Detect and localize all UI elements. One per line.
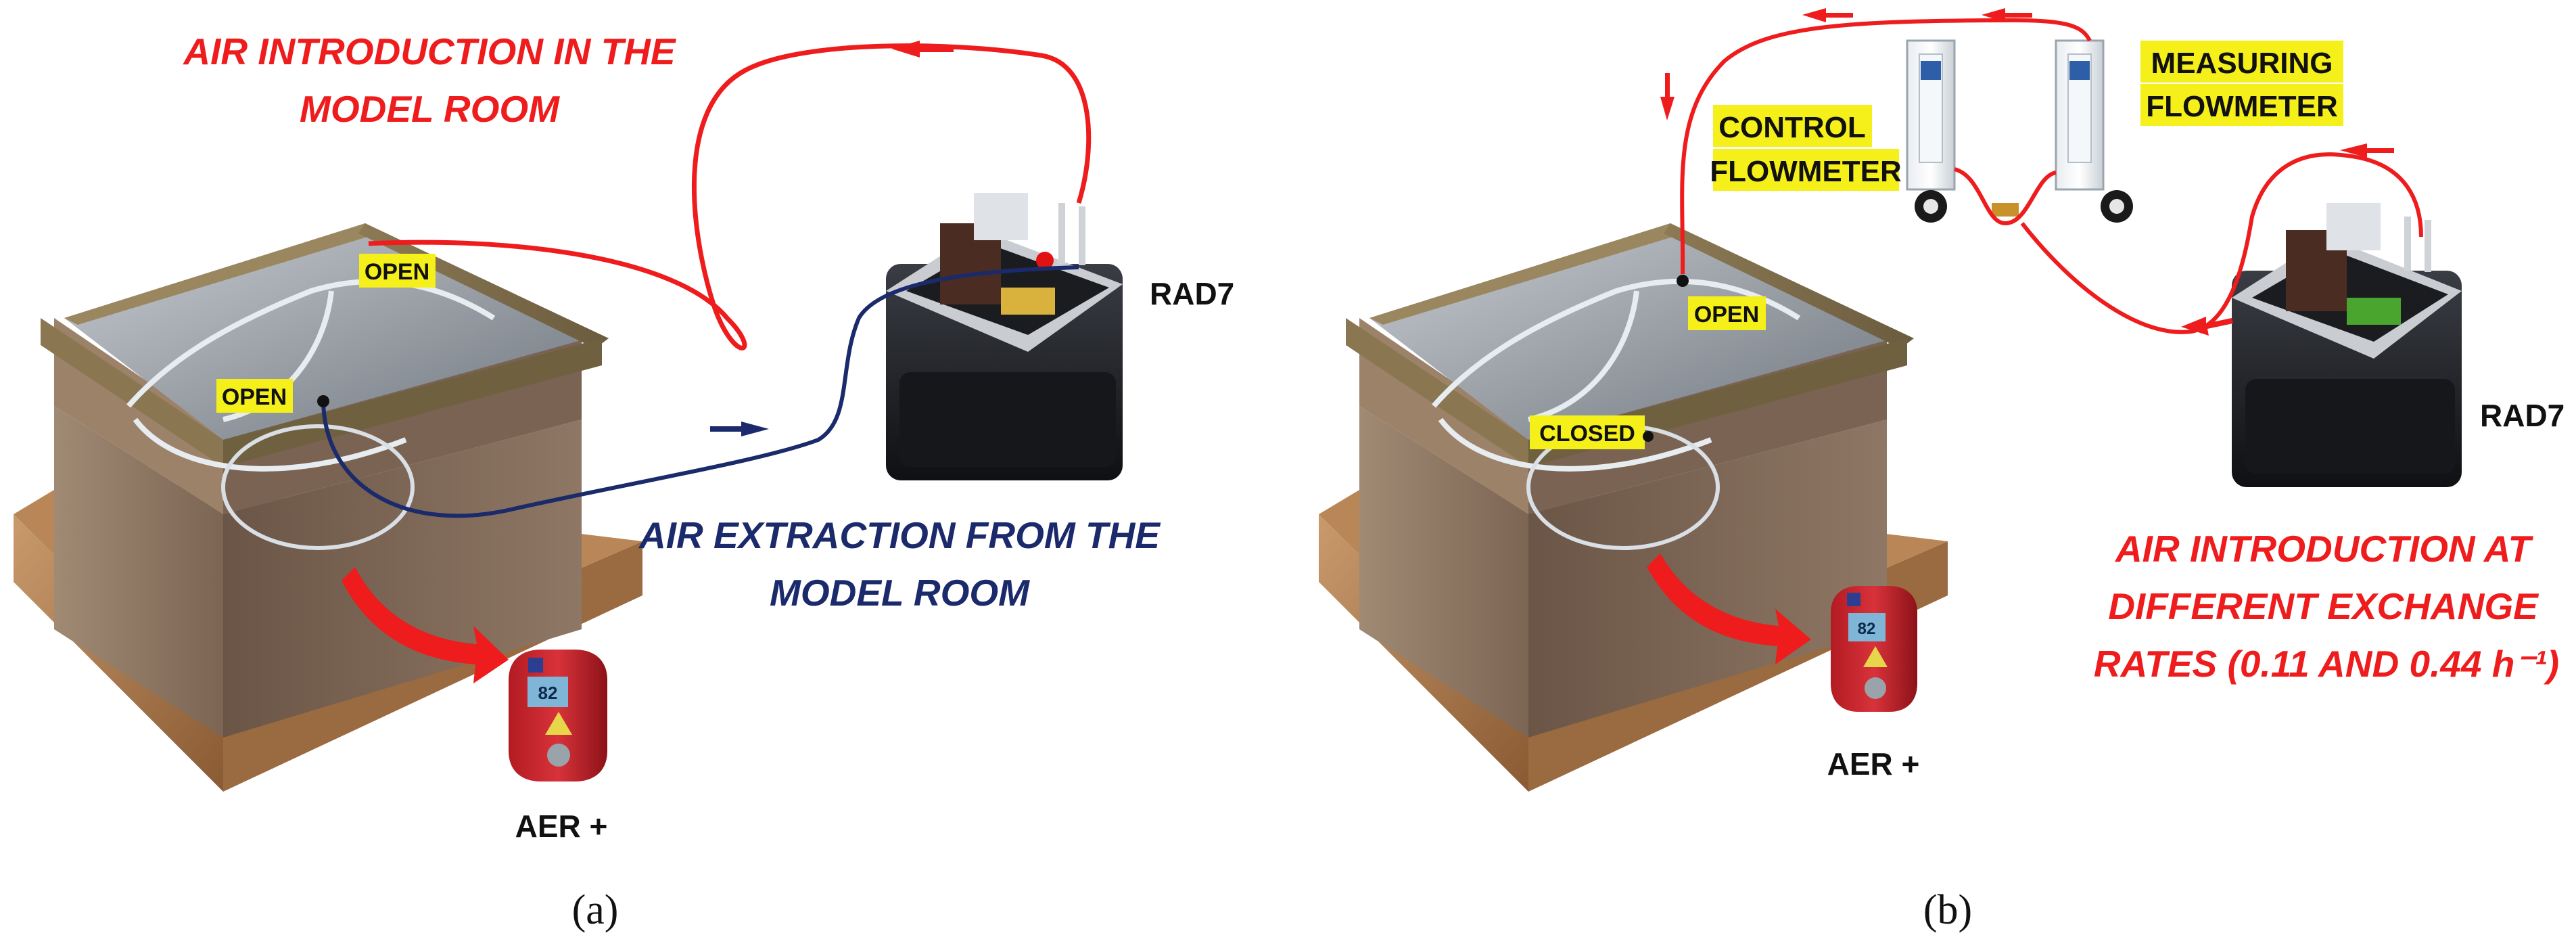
air-introduction-label-b-line1: AIR INTRODUCTION AT [2114, 528, 2534, 570]
measuring-flowmeter-label-line2: FLOWMETER [2146, 90, 2338, 123]
introduction-flow-line-a [368, 43, 1092, 350]
panel-b: 82 OPEN CLOSED CONTROL FLOWMETER MEASURI… [1319, 8, 2565, 933]
control-label-bg [1713, 149, 1899, 191]
flow-arrow-icon [1802, 8, 1853, 22]
valve-icon [1677, 275, 1689, 287]
control-label-bg [1713, 105, 1872, 147]
aer-display-reading-b: 82 [1858, 620, 1876, 638]
valve-open-label-top: OPEN [365, 259, 429, 285]
valve-open-label-left: OPEN [222, 384, 287, 410]
panel-caption-b: (b) [1923, 887, 1972, 933]
rad7-label-a: RAD7 [1150, 276, 1234, 311]
flow-arrow-icon [1982, 8, 2032, 22]
panel-caption-a: (a) [572, 887, 619, 933]
flowmeter-link-line [1954, 167, 2057, 226]
flow-arrow-icon [2181, 317, 2233, 336]
extraction-flow-line-a [321, 265, 1079, 518]
aer-plus-detector-a: 82 [509, 650, 607, 781]
rad7-monitor-a [886, 193, 1123, 480]
valve-icon [1643, 431, 1654, 442]
valve-label-bg [1530, 415, 1645, 449]
rad7-monitor-b [2232, 203, 2462, 487]
callout-arrow-icon [1647, 553, 1811, 664]
control-flowmeter [1906, 39, 1956, 223]
air-extraction-label-line2: MODEL ROOM [770, 572, 1030, 614]
aer-plus-label-b: AER + [1827, 746, 1920, 781]
flow-arrow-icon [891, 41, 954, 58]
valve-open-label-b: OPEN [1694, 302, 1759, 327]
rad7-label-b: RAD7 [2480, 398, 2565, 433]
valve-label-bg [359, 254, 436, 288]
flow-arrow-icon [2340, 143, 2394, 158]
measuring-flowmeter-label-line1: MEASURING [2151, 47, 2333, 80]
introduction-flow-line-b [1680, 18, 2092, 275]
measuring-flowmeter [2055, 39, 2133, 223]
air-introduction-label-a-line2: MODEL ROOM [300, 88, 560, 130]
valve-icon [317, 395, 329, 407]
aer-plus-detector-b: 82 [1831, 586, 1917, 712]
aer-display-reading-a: 82 [538, 683, 558, 703]
callout-arrow-icon [342, 567, 509, 683]
air-introduction-label-a-line1: AIR INTRODUCTION IN THE [182, 30, 677, 72]
panel-a: 82 OPEN OPEN AIR INTRODUCTION IN THE MOD… [14, 30, 1234, 933]
t-connector-icon [1992, 203, 2019, 217]
measuring-label-bg [2140, 84, 2343, 126]
air-introduction-label-b-line2: DIFFERENT EXCHANGE [2108, 585, 2539, 627]
aer-plus-label-a: AER + [515, 809, 608, 844]
flow-arrow-icon [1660, 73, 1675, 120]
valve-label-bg [216, 379, 293, 413]
valve-closed-label-b: CLOSED [1539, 421, 1635, 447]
control-flowmeter-label-line2: FLOWMETER [1710, 155, 1902, 188]
return-flow-line-b [2020, 152, 2423, 334]
model-room-b [1319, 223, 1948, 792]
flow-arrow-icon [710, 422, 769, 436]
measuring-label-bg [2140, 41, 2343, 83]
air-extraction-label-line1: AIR EXTRACTION FROM THE [638, 514, 1161, 556]
air-introduction-label-b-line3: RATES (0.11 AND 0.44 h⁻¹) [2094, 643, 2559, 685]
valve-label-bg [1688, 296, 1766, 330]
control-flowmeter-label-line1: CONTROL [1718, 111, 1866, 144]
